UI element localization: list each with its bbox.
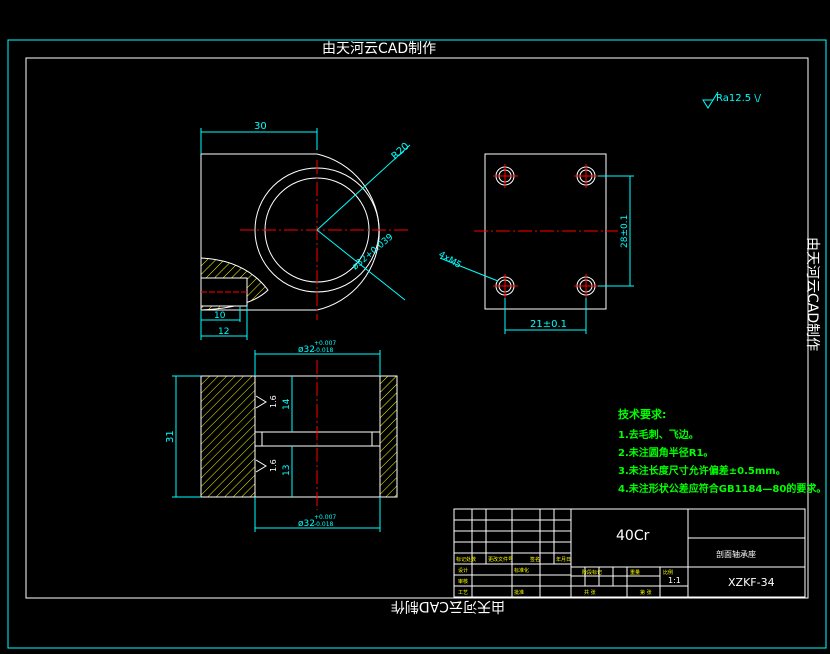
dim-12: 12 <box>218 327 229 337</box>
dim-bottom-tol-upper: +0.007 <box>314 514 336 521</box>
dim-bore: ø32+0.039 <box>351 232 396 272</box>
dim-28: 28±0.1 <box>620 215 630 248</box>
left-label-2: 更改文件号 <box>488 556 513 563</box>
title-block: 标记处数 更改文件号 签名 年月日 设计 标准化 审核 工艺 批准 阶段标记 重… <box>453 508 806 598</box>
rough-lower: 1.6 <box>269 459 278 472</box>
dim-top-tol-lower: -0.018 <box>314 347 334 354</box>
ratio-label: 比例 <box>663 569 673 576</box>
section-hatch-left <box>200 375 256 498</box>
dim-top-dia: ø32 <box>298 345 315 355</box>
row-design: 设计 <box>458 567 468 574</box>
roughness-symbol-icon <box>702 99 714 109</box>
part-name: 剖面轴承座 <box>716 549 756 559</box>
surface-finish-text: Ra12.5 \/ <box>716 93 762 104</box>
inner-frame <box>25 57 809 599</box>
row-std: 标准化 <box>514 567 529 574</box>
drawing-no: XZKF-34 <box>728 576 775 589</box>
left-label-1: 标记处数 <box>456 556 476 563</box>
tech-requirements: 技术要求: 1.去毛刺、飞边。 2.未注圆角半径R1。 3.未注长度尺寸允许偏差… <box>618 407 826 495</box>
outer-frame <box>7 39 827 649</box>
dim-bottom-tol-lower: -0.018 <box>314 521 334 528</box>
side-view: 4xM5 28±0.1 21±0.1 <box>437 153 634 334</box>
dim-21: 21±0.1 <box>530 319 567 330</box>
dim-r20: R20 <box>390 141 412 162</box>
dim-14: 14 <box>282 398 292 410</box>
watermark-bottom: 由天河云CAD制作 <box>391 598 505 614</box>
section-view: ø32 +0.007 -0.018 ø32 +0.007 -0.018 31 1… <box>165 340 398 532</box>
row-approve: 批准 <box>514 589 524 596</box>
watermark-right: 由天河云CAD制作 <box>804 237 820 351</box>
scale: 1:1 <box>668 576 681 585</box>
dim-31: 31 <box>165 430 176 443</box>
stage-label: 阶段标记 <box>582 569 602 576</box>
dim-30: 30 <box>254 121 267 132</box>
row-check: 审核 <box>458 578 468 585</box>
sheet-label: 第 张 <box>640 589 652 596</box>
sheets-label: 共 张 <box>584 589 596 596</box>
dim-bottom-dia: ø32 <box>298 519 315 529</box>
top-view: 30 R20 ø32+0.039 10 12 <box>200 121 412 340</box>
section-hatch-right <box>379 375 398 498</box>
watermark-top: 由天河云CAD制作 <box>322 41 436 57</box>
roughness-upper-icon <box>255 395 267 409</box>
weight-label: 重量 <box>630 569 640 576</box>
dim-top-tol-upper: +0.007 <box>314 340 336 347</box>
material: 40Cr <box>616 528 650 544</box>
left-label-3: 签名 <box>530 556 540 563</box>
dim-13: 13 <box>282 465 292 476</box>
tech-req-item-3: 3.未注长度尺寸允许偏差±0.5mm。 <box>618 464 786 477</box>
row-craft: 工艺 <box>458 590 468 596</box>
tech-req-title: 技术要求: <box>618 407 666 421</box>
left-label-4: 年月日 <box>556 556 571 563</box>
tech-req-item-2: 2.未注圆角半径R1。 <box>618 446 713 459</box>
tech-req-item-4: 4.未注形状公差应符合GB1184—80的要求。 <box>618 482 826 495</box>
tech-req-item-1: 1.去毛刺、飞边。 <box>618 428 699 441</box>
roughness-lower-icon <box>255 459 267 473</box>
dim-4xm5: 4xM5 <box>437 250 463 271</box>
dim-10: 10 <box>214 311 226 321</box>
surface-finish: Ra12.5 \/ <box>702 91 762 109</box>
rough-upper: 1.6 <box>269 395 278 408</box>
